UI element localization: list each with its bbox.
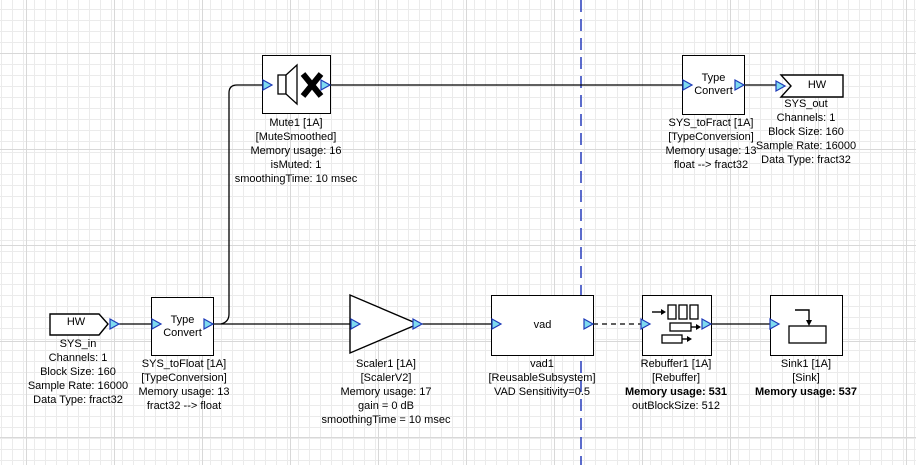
vad1-caption: vad1 [ReusableSubsystem] VAD Sensitivity… [457, 357, 627, 399]
caption-line: Data Type: fract32 [761, 154, 851, 166]
caption-line: [TypeConversion] [668, 131, 754, 143]
block-mute1[interactable] [262, 55, 331, 114]
caption-line: VAD Sensitivity=0.5 [493, 386, 591, 398]
block-sink1[interactable] [770, 295, 843, 356]
caption-line: smoothingTime = 10 msec [321, 414, 451, 426]
rebuffer1-caption: Rebuffer1 [1A] [Rebuffer] Memory usage: … [591, 357, 761, 413]
sys-tofloat-caption: SYS_toFloat [1A] [TypeConversion] Memory… [99, 357, 269, 413]
rebuffer-icon [652, 303, 701, 344]
caption-line: Rebuffer1 [1A] [640, 358, 712, 370]
caption-line: Memory usage: 13 [138, 386, 230, 398]
caption-line: Memory usage: 17 [340, 386, 432, 398]
caption-line-memory-usage: Memory usage: 537 [754, 386, 858, 398]
caption-line: SYS_toFloat [1A] [141, 358, 227, 370]
caption-line: gain = 0 dB [358, 400, 414, 412]
caption-line: Memory usage: 13 [665, 145, 757, 157]
scaler-triangle-block[interactable] [349, 293, 420, 355]
block-vad1[interactable]: vad [491, 295, 594, 356]
caption-line: Block Size: 160 [768, 126, 844, 138]
caption-line: Channels: 1 [48, 352, 108, 364]
caption-line: SYS_out [784, 98, 828, 110]
sink-icon [787, 308, 827, 344]
scaler1-caption: Scaler1 [1A] [ScalerV2] Memory usage: 17… [301, 357, 471, 427]
caption-line: Block Size: 160 [40, 366, 116, 378]
caption-line: [TypeConversion] [141, 372, 227, 384]
block-title: Type Convert [163, 313, 202, 339]
caption-line: float --> fract32 [673, 159, 749, 171]
sys-tofract-caption: SYS_toFract [1A] [TypeConversion] Memory… [626, 116, 796, 172]
caption-line: SYS_in [59, 338, 97, 350]
caption-line: [Sink] [792, 372, 820, 384]
wire-typeconvert-to-mute[interactable] [220, 84, 264, 325]
sys-in-hw-label: HW [66, 316, 86, 328]
block-title: Type Convert [694, 72, 733, 97]
caption-line: fract32 --> float [146, 400, 222, 412]
sink1-caption: Sink1 [1A] [Sink] Memory usage: 537 [721, 357, 891, 399]
block-rebuffer1[interactable] [642, 295, 712, 356]
caption-line: [ScalerV2] [360, 372, 412, 384]
mute-speaker-icon [276, 63, 323, 105]
sys-out-hw-label: HW [807, 79, 827, 91]
caption-line: Memory usage: 16 [250, 145, 342, 157]
caption-line: Data Type: fract32 [33, 394, 123, 406]
caption-line: smoothingTime: 10 msec [234, 173, 358, 185]
sys-out-caption: SYS_out Channels: 1 Block Size: 160 Samp… [721, 97, 891, 167]
mute1-caption: Mute1 [1A] [MuteSmoothed] Memory usage: … [211, 116, 381, 186]
caption-line: Scaler1 [1A] [356, 358, 416, 370]
sys-out-hw-block[interactable] [779, 74, 844, 98]
caption-line: SYS_toFract [1A] [668, 117, 754, 129]
caption-line: [Rebuffer] [651, 372, 701, 384]
caption-line: Sink1 [1A] [780, 358, 832, 370]
sys-in-caption: SYS_in Channels: 1 Block Size: 160 Sampl… [0, 337, 163, 407]
caption-line: [ReusableSubsystem] [488, 372, 596, 384]
caption-line: Sample Rate: 16000 [755, 140, 857, 152]
caption-line: Channels: 1 [776, 112, 836, 124]
sys-in-hw-block[interactable] [49, 313, 109, 336]
caption-line-memory-usage: Memory usage: 531 [624, 386, 728, 398]
caption-line: Sample Rate: 16000 [27, 380, 129, 392]
caption-line: [MuteSmoothed] [255, 131, 337, 143]
caption-line: isMuted: 1 [270, 159, 322, 171]
block-title: vad [533, 319, 552, 331]
caption-line: vad1 [530, 358, 554, 370]
caption-line: outBlockSize: 512 [631, 400, 721, 412]
caption-line: Mute1 [1A] [269, 117, 323, 129]
